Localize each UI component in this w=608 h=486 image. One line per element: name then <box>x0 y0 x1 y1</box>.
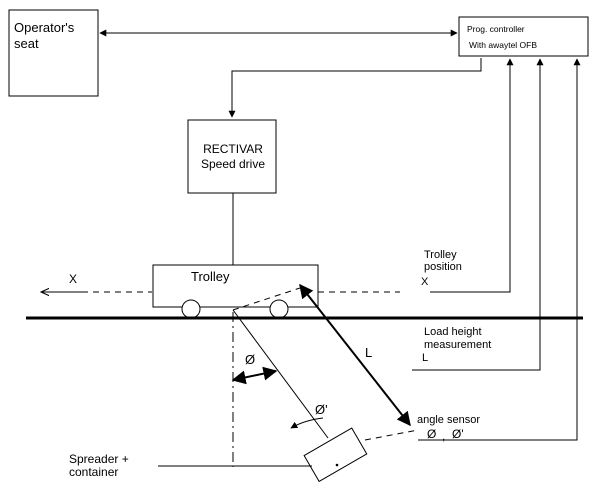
angle-sensor-label: angle sensor <box>417 414 480 426</box>
rope <box>232 309 329 439</box>
operator-seat-label-line2: seat <box>14 36 39 51</box>
spreader-container-box <box>303 427 368 483</box>
controller-box <box>458 16 589 57</box>
angle-sensor-symbol-separator: , <box>442 429 445 443</box>
trolley: Trolley <box>152 264 319 319</box>
spreader-label-line1: Spreader + <box>69 452 129 466</box>
angle-sensor-dashed-line <box>364 429 419 441</box>
trolley-wheel-right <box>269 299 289 319</box>
theta-rate-arrow <box>290 417 324 429</box>
spreader-label-line2: container <box>69 465 118 479</box>
load-height-label-line1: Load height <box>424 326 482 338</box>
angle-sensor-feedback-line <box>418 58 581 441</box>
speed-drive-label-line2: Speed drive <box>201 157 265 171</box>
theta-arrow <box>231 366 278 385</box>
angle-sensor-symbol-theta: Ø <box>427 427 436 441</box>
speed-drive-label-line1: RECTIVAR <box>203 142 263 156</box>
trolley-body <box>152 264 319 308</box>
controller-block: Prog. controller With awaytel OFB <box>458 16 589 57</box>
controller-label-line2: With awaytel OFB <box>469 40 537 50</box>
operator-seat-block: Operator's seat <box>8 9 99 97</box>
spreader-container <box>303 427 368 483</box>
trolley-position-feedback-line <box>430 58 514 293</box>
theta-label: Ø <box>245 352 255 367</box>
trolley-position-label-line2: position <box>424 261 462 273</box>
rope-length-arrow <box>299 283 411 427</box>
controller-label-line1: Prog. controller <box>467 24 525 34</box>
trolley-top-dashed-line <box>232 287 301 311</box>
controller-to-drive-link <box>228 58 482 118</box>
x-axis-label: X <box>69 272 77 286</box>
rope-length-label: L <box>365 345 372 360</box>
trolley-label: Trolley <box>191 269 230 284</box>
spreader-container-dot <box>335 463 339 467</box>
trolley-position-symbol: X <box>421 276 429 288</box>
load-height-feedback-line <box>412 58 544 371</box>
load-height-label-line2: measurement <box>424 339 491 351</box>
load-height-symbol: L <box>422 352 428 364</box>
trolley-position-label-line1: Trolley <box>424 249 457 261</box>
trolley-wheel-left <box>181 299 201 319</box>
theta-rate-label: Ø' <box>315 402 328 417</box>
operator-seat-label-line1: Operator's <box>14 20 75 35</box>
operator-seat-box <box>8 9 99 97</box>
angle-sensor-symbol-rate: Ø' <box>452 427 464 441</box>
speed-drive-block: RECTIVAR Speed drive <box>187 119 277 194</box>
speed-drive-box <box>187 119 277 194</box>
